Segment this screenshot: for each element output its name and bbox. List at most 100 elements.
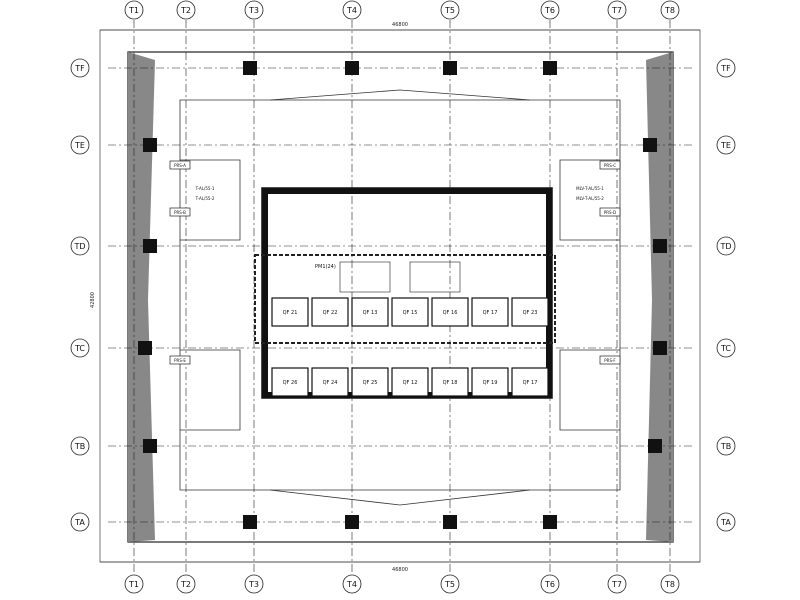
svg-text:PRS-C: PRS-C: [604, 163, 616, 168]
grid-bubble-TD: TD: [716, 236, 736, 256]
equipment-unit: PRS-A: [169, 160, 191, 170]
svg-text:TE: TE: [74, 141, 85, 150]
svg-text:QF 23: QF 23: [523, 310, 538, 316]
overall-width-top: 46800: [392, 22, 408, 28]
grid-bubble-T4: T4: [342, 574, 362, 594]
core-upper-wall: [262, 188, 552, 194]
svg-text:T7: T7: [611, 6, 622, 15]
structural-column: [138, 341, 152, 355]
structural-column: [345, 61, 359, 75]
svg-text:T6: T6: [544, 6, 555, 15]
equipment-unit: PRS-F: [599, 355, 621, 365]
svg-text:QF 25: QF 25: [363, 380, 378, 386]
stair-east: [409, 261, 461, 293]
building-outline: [127, 51, 674, 543]
equipment-unit: PRS-B: [169, 207, 191, 217]
overall-width-bottom: 46800: [392, 567, 408, 573]
structural-column: [443, 515, 457, 529]
structural-column: [653, 341, 667, 355]
svg-text:T8: T8: [664, 580, 675, 589]
svg-text:T5: T5: [444, 6, 455, 15]
svg-text:PRS-A: PRS-A: [174, 163, 186, 168]
elevator-car: QF 13: [351, 297, 389, 327]
grid-bubble-T7: T7: [607, 0, 627, 20]
branch-duct-south: [269, 489, 531, 506]
structural-column: [443, 61, 457, 75]
svg-text:QF 19: QF 19: [483, 380, 498, 386]
core-room-label: PM1(24): [315, 264, 336, 270]
duct-tag: T-AL/55-1: [195, 186, 215, 191]
grid-bubble-TF: TF: [716, 58, 736, 78]
grid-bubble-T1: T1: [124, 574, 144, 594]
grid-bubble-TA: TA: [70, 512, 90, 532]
svg-text:QF 17: QF 17: [523, 380, 538, 386]
svg-text:T4: T4: [346, 580, 357, 589]
svg-text:PRS-F: PRS-F: [604, 358, 616, 363]
grid-bubble-TE: TE: [70, 135, 90, 155]
svg-text:PRS-B: PRS-B: [174, 210, 186, 215]
svg-text:QF 24: QF 24: [323, 380, 338, 386]
elevator-car: QF 24: [311, 367, 349, 397]
drawing-frame: [99, 29, 701, 563]
grid-bubble-T6: T6: [540, 574, 560, 594]
equipment-unit: PRS-D: [599, 207, 621, 217]
svg-text:T8: T8: [664, 6, 675, 15]
svg-text:TD: TD: [73, 242, 85, 251]
duct-tag: MLV-T-AL/55-2: [576, 196, 604, 201]
elevator-car: QF 19: [471, 367, 509, 397]
svg-text:QF 22: QF 22: [323, 310, 338, 316]
grid-bubble-T8: T8: [660, 0, 680, 20]
structural-column: [543, 61, 557, 75]
structural-column: [243, 61, 257, 75]
structural-column: [543, 515, 557, 529]
equipment-unit: PRS-E: [169, 355, 191, 365]
elevator-car: QF 17: [511, 367, 549, 397]
svg-text:T5: T5: [444, 580, 455, 589]
branch-duct-sw: [180, 349, 241, 431]
svg-text:QF 17: QF 17: [483, 310, 498, 316]
svg-text:TF: TF: [74, 64, 85, 73]
grid-bubble-TB: TB: [716, 436, 736, 456]
structural-column: [143, 239, 157, 253]
grid-bubble-TB: TB: [70, 436, 90, 456]
svg-text:T6: T6: [544, 580, 555, 589]
svg-text:QF 18: QF 18: [443, 380, 458, 386]
grid-bubble-T7: T7: [607, 574, 627, 594]
stair-west: [339, 261, 391, 293]
duct-tag: T-AL/55-2: [195, 196, 215, 201]
structural-column: [143, 439, 157, 453]
equipment-unit: PRS-C: [599, 160, 621, 170]
core-outline: [261, 187, 553, 399]
structural-column: [643, 138, 657, 152]
elevator-car: QF 23: [511, 297, 549, 327]
elevator-car: QF 12: [391, 367, 429, 397]
svg-text:T1: T1: [128, 580, 139, 589]
svg-text:T3: T3: [248, 580, 259, 589]
grid-bubble-T5: T5: [440, 0, 460, 20]
elevator-car: QF 21: [271, 297, 309, 327]
svg-text:QF 21: QF 21: [283, 310, 298, 316]
structural-column: [345, 515, 359, 529]
structural-column: [143, 138, 157, 152]
grid-bubble-TA: TA: [716, 512, 736, 532]
grid-bubble-TC: TC: [70, 338, 90, 358]
svg-text:T3: T3: [248, 6, 259, 15]
grid-bubble-T1: T1: [124, 0, 144, 20]
svg-text:PRS-D: PRS-D: [604, 210, 616, 215]
svg-text:TC: TC: [720, 344, 731, 353]
svg-text:TF: TF: [720, 64, 731, 73]
svg-text:QF 26: QF 26: [283, 380, 298, 386]
structural-column: [243, 515, 257, 529]
grid-bubble-T8: T8: [660, 574, 680, 594]
grid-bubble-TC: TC: [716, 338, 736, 358]
svg-text:PRS-E: PRS-E: [174, 358, 186, 363]
core-left-wall: [262, 188, 268, 398]
svg-text:T1: T1: [128, 6, 139, 15]
svg-text:TB: TB: [720, 442, 731, 451]
grid-bubble-T5: T5: [440, 574, 460, 594]
svg-text:TE: TE: [720, 141, 731, 150]
structural-column: [653, 239, 667, 253]
branch-duct-west: [180, 159, 241, 241]
svg-text:QF 16: QF 16: [443, 310, 458, 316]
svg-text:QF 13: QF 13: [363, 310, 378, 316]
